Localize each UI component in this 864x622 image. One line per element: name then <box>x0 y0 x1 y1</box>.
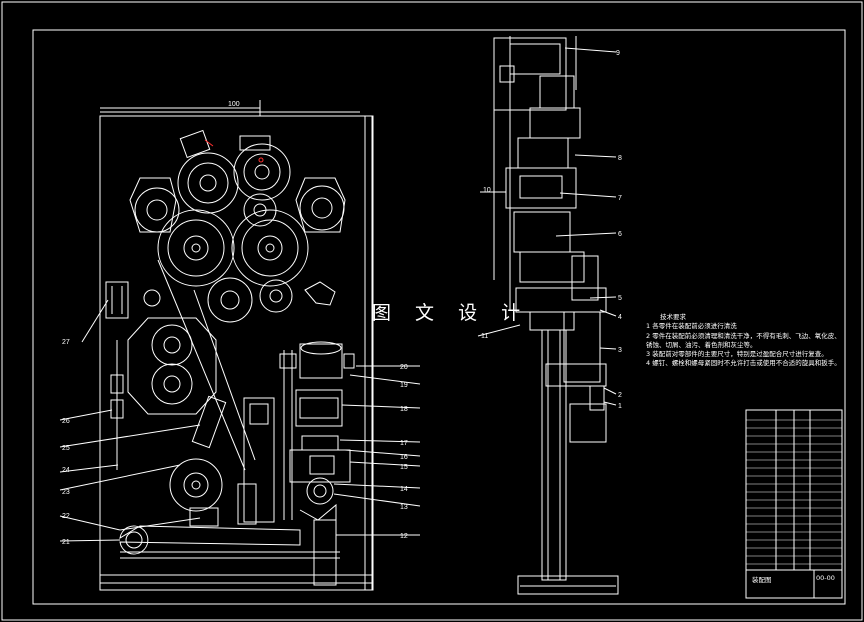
frame-plate <box>99 115 373 591</box>
top-roll-left <box>177 152 239 214</box>
note-item: 1 各零件在装配前必须进行清洗 <box>646 322 737 331</box>
watermark: 图 文 设 计 <box>372 302 530 324</box>
callout-18: 18 <box>400 406 408 413</box>
housing-17 <box>301 435 339 451</box>
bottom-roll-right <box>259 279 293 313</box>
callout-27: 27 <box>62 339 70 346</box>
technical-requirements: 技术要求 1 各零件在装配前必须进行清洗 2 零件在装配前必须清理和清洗干净，不… <box>646 313 842 369</box>
callout-12: 12 <box>400 533 408 540</box>
top-roll-right <box>233 143 291 201</box>
twin-roll-housing <box>127 317 217 415</box>
tensioner-27 <box>105 281 129 319</box>
note-item: 4 螺钉、螺栓和螺母紧固时不允许打击或使用不合适的旋具和扳手。 <box>646 359 841 368</box>
notes-title: 技术要求 <box>660 313 686 321</box>
main-gear-right <box>231 209 309 287</box>
callout-5: 5 <box>618 295 622 302</box>
drive-unit-20 <box>279 341 355 379</box>
side-spindle <box>541 329 567 581</box>
callouts-side: 9 8 7 6 5 4 3 2 1 10 11 <box>481 50 622 410</box>
callout-4: 4 <box>618 314 622 321</box>
callout-25: 25 <box>62 445 70 452</box>
callout-6: 6 <box>618 231 622 238</box>
callout-7: 7 <box>618 195 622 202</box>
base-beam <box>119 525 301 555</box>
callout-20: 20 <box>400 364 408 371</box>
frame-side-rail <box>364 115 374 591</box>
housing-15 <box>289 449 351 483</box>
callouts-right: 20 19 18 17 16 15 14 13 12 <box>400 364 408 540</box>
callout-21: 21 <box>62 539 70 546</box>
callout-26: 26 <box>62 418 70 425</box>
callout-9: 9 <box>616 50 620 57</box>
callout-23: 23 <box>62 489 70 496</box>
callout-14: 14 <box>400 486 408 493</box>
side-roller-right <box>299 185 345 231</box>
callout-1: 1 <box>618 403 622 410</box>
title-block <box>745 409 843 599</box>
svg-text:100: 100 <box>228 101 240 108</box>
note-item: 2 零件在装配前必须清理和清洗干净，不得有毛刺、飞边、氧化皮、锈蚀、切屑、油污、… <box>646 331 841 349</box>
title-block-name: 装配图 <box>752 576 772 584</box>
main-gear-left <box>157 209 235 287</box>
note-item: 3 装配前对零部件的主要尺寸，特别是过盈配合尺寸进行复查。 <box>646 350 828 359</box>
title-block-code: 00-00 <box>816 574 835 582</box>
bottom-roll-left <box>207 277 253 323</box>
callout-19: 19 <box>400 382 408 389</box>
leaders-left <box>59 299 201 542</box>
housing-18 <box>295 389 343 427</box>
side-roller-left <box>134 187 180 233</box>
callout-16: 16 <box>400 454 408 461</box>
side-view <box>493 36 619 595</box>
sheet-inner-border <box>32 29 846 605</box>
callout-10: 10 <box>483 187 491 194</box>
callout-17: 17 <box>400 440 408 447</box>
callout-11: 11 <box>481 333 488 340</box>
side-base <box>517 575 619 595</box>
eccentric-cam <box>169 458 223 512</box>
callout-24: 24 <box>62 467 70 474</box>
lever-arm <box>191 395 227 449</box>
support-column <box>313 519 337 586</box>
callouts-left: 27 26 25 24 23 22 21 <box>62 339 70 546</box>
front-view: 100 <box>99 100 374 591</box>
callout-2: 2 <box>618 392 622 399</box>
callout-3: 3 <box>618 347 622 354</box>
callout-8: 8 <box>618 155 622 162</box>
callout-15: 15 <box>400 464 408 471</box>
leaders-right <box>333 365 421 536</box>
callout-13: 13 <box>400 504 408 511</box>
callout-22: 22 <box>62 513 70 520</box>
leaders-side <box>477 47 617 406</box>
